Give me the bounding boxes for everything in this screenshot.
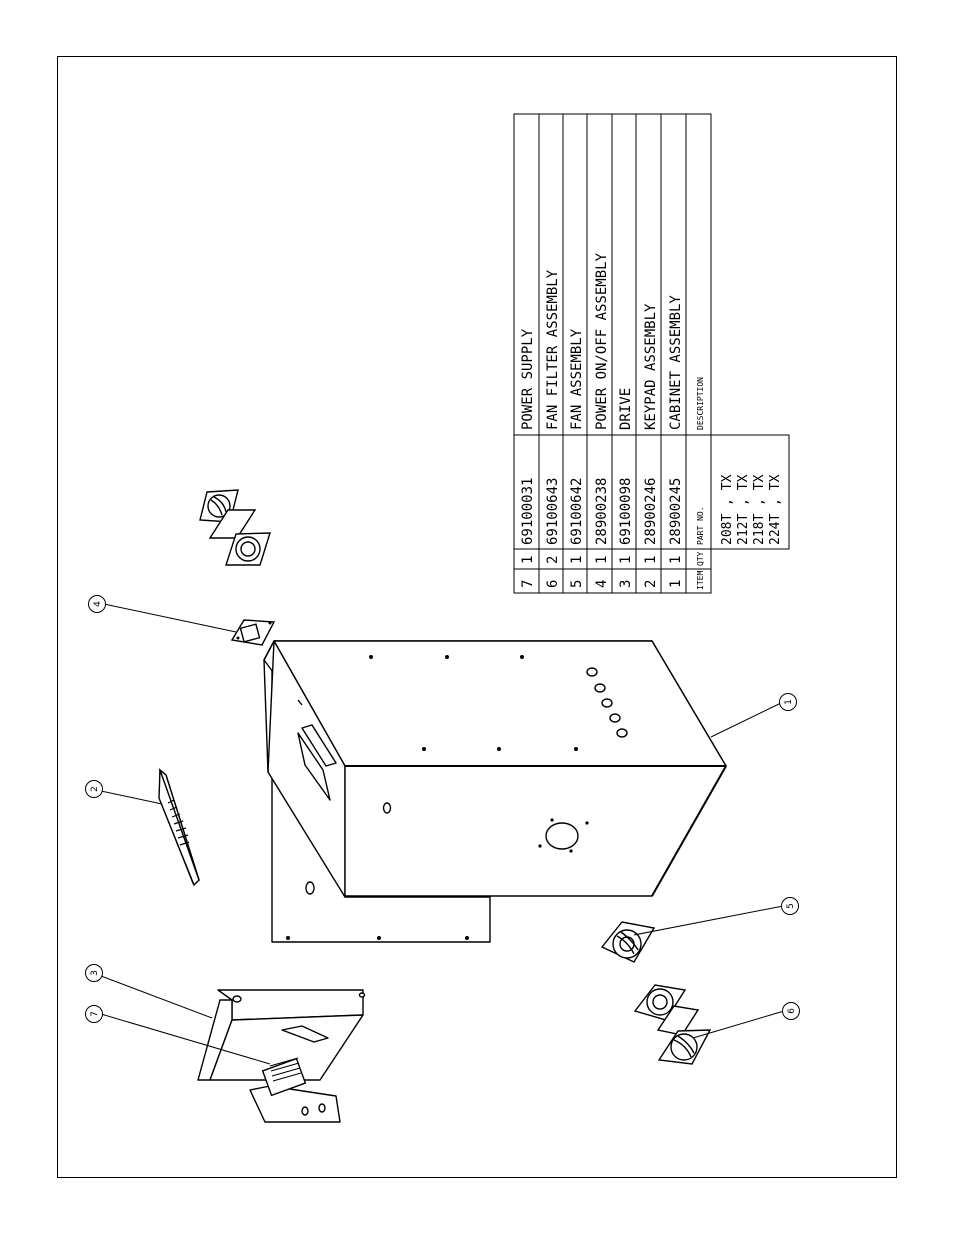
callout-number: 5 xyxy=(786,903,796,909)
row-item: 3 xyxy=(618,580,634,588)
row-qty: 1 xyxy=(594,556,610,564)
fan-filter-assembly xyxy=(635,985,710,1064)
model-label: 218T , TX xyxy=(752,474,767,545)
header-description: DESCRIPTION xyxy=(696,377,705,430)
callout-7: 7 xyxy=(86,1006,103,1023)
row-qty: 2 xyxy=(545,556,561,564)
row-item: 5 xyxy=(569,580,585,588)
callout-number: 6 xyxy=(787,1008,797,1014)
row-qty: 1 xyxy=(618,556,634,564)
row-part-no: 69100031 xyxy=(520,478,536,545)
header-part-no: PART NO. xyxy=(696,506,705,545)
row-part-no: 69100098 xyxy=(618,478,634,545)
row-description: DRIVE xyxy=(618,388,634,430)
header-qty: QTY. xyxy=(696,547,705,566)
row-description: FAN ASSEMBLY xyxy=(569,328,585,430)
keypad-assembly xyxy=(159,770,199,885)
row-qty: 1 xyxy=(520,556,536,564)
row-qty: 1 xyxy=(643,556,659,564)
row-part-no: 28900238 xyxy=(594,478,610,545)
row-item: 6 xyxy=(545,580,561,588)
row-description: POWER ON/OFF ASSEMBLY xyxy=(594,252,610,430)
drive-assembly xyxy=(198,990,365,1122)
row-description: CABINET ASSEMBLY xyxy=(668,295,684,430)
callout-6: 6 xyxy=(783,1003,800,1020)
row-item: 1 xyxy=(668,580,684,588)
row-part-no: 69100643 xyxy=(545,478,561,545)
row-item: 2 xyxy=(643,580,659,588)
callout-5: 5 xyxy=(782,898,799,915)
model-label: 208T , TX xyxy=(720,474,735,545)
model-label: 212T , TX xyxy=(736,474,751,545)
header-item: ITEM xyxy=(696,571,705,590)
row-part-no: 28900246 xyxy=(643,478,659,545)
row-qty: 1 xyxy=(668,556,684,564)
callout-4: 4 xyxy=(89,596,106,613)
callout-number: 1 xyxy=(784,699,794,705)
row-description: FAN FILTER ASSEMBLY xyxy=(545,269,561,430)
row-description: POWER SUPPLY xyxy=(520,328,536,430)
row-part-no: 28900245 xyxy=(668,478,684,545)
callout-3: 3 xyxy=(86,965,103,982)
fan-assembly xyxy=(602,922,654,962)
cabinet-assembly xyxy=(264,641,726,942)
callout-number: 7 xyxy=(90,1011,100,1017)
row-qty: 1 xyxy=(569,556,585,564)
callout-2: 2 xyxy=(86,781,103,798)
callout-1: 1 xyxy=(780,694,797,711)
fan-filter-assembly-top xyxy=(200,490,270,565)
row-item: 4 xyxy=(594,580,610,588)
row-item: 7 xyxy=(520,580,536,588)
model-label: 224T , TX xyxy=(768,474,783,545)
power-on-off-assembly xyxy=(232,620,274,645)
callout-number: 2 xyxy=(90,786,100,792)
parts-table-rows: 7 1 69100031 POWER SUPPLY 6 2 69100643 F… xyxy=(520,252,783,590)
callout-number: 4 xyxy=(93,601,103,607)
callout-number: 3 xyxy=(90,970,100,976)
row-part-no: 69100642 xyxy=(569,478,585,545)
row-description: KEYPAD ASSEMBLY xyxy=(643,303,659,430)
